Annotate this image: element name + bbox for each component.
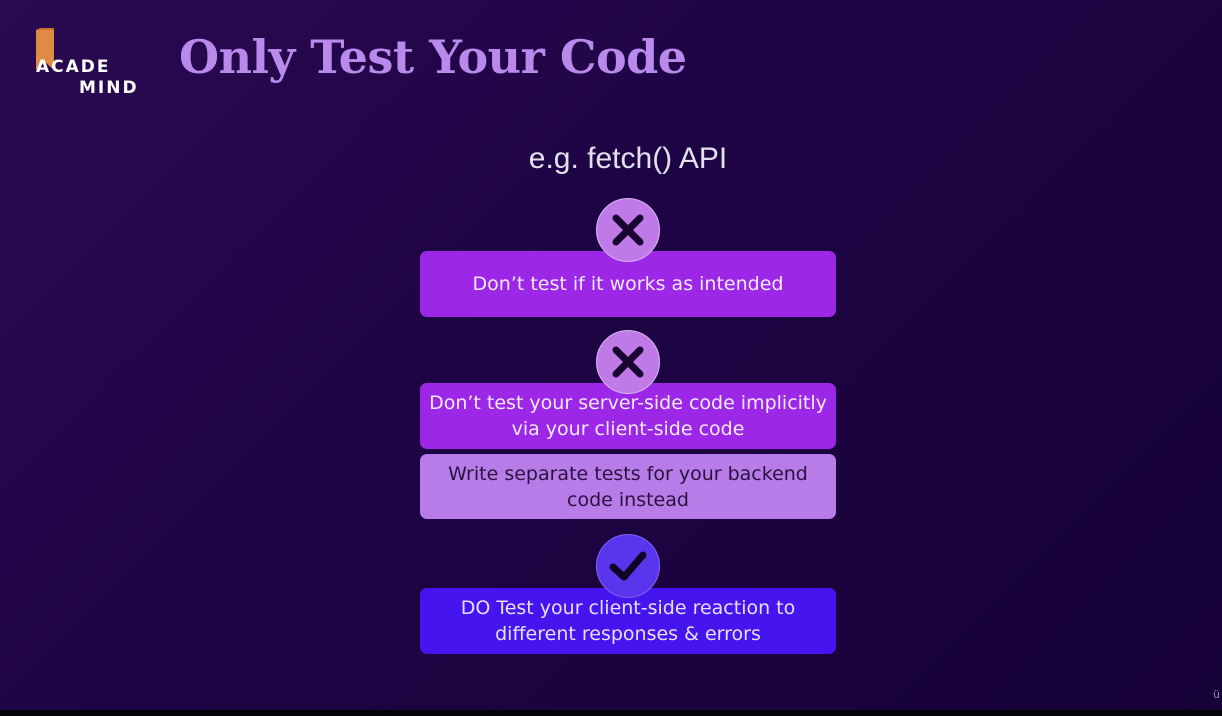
card-text: Don’t test if it works as intended [472, 273, 784, 295]
academind-logo: ACADE MIND [24, 28, 144, 98]
logo-text-line2: MIND [79, 78, 139, 98]
card-write-backend-tests: Write separate tests for your backend co… [420, 454, 836, 519]
bookmark-flag-icon [36, 28, 54, 70]
slide-subtitle: e.g. fetch() API [528, 142, 728, 175]
logo-text-line1: ACADE [36, 57, 111, 77]
card-dont-test-works: Don’t test if it works as intended [420, 251, 836, 317]
card-text: Write separate tests for your backend co… [448, 462, 808, 511]
card-do-test-client: DO Test your client-side reaction to dif… [420, 588, 836, 654]
check-icon [596, 534, 660, 598]
bottom-strip [0, 710, 1222, 716]
slide-title: Only Test Your Code [179, 30, 687, 84]
x-icon [596, 330, 660, 394]
corner-glyph: ü [1213, 688, 1220, 701]
x-icon [596, 198, 660, 262]
card-text: DO Test your client-side reaction to dif… [460, 597, 796, 645]
card-text: Don’t test your server-side code implici… [429, 392, 827, 440]
card-dont-test-server: Don’t test your server-side code implici… [420, 383, 836, 449]
